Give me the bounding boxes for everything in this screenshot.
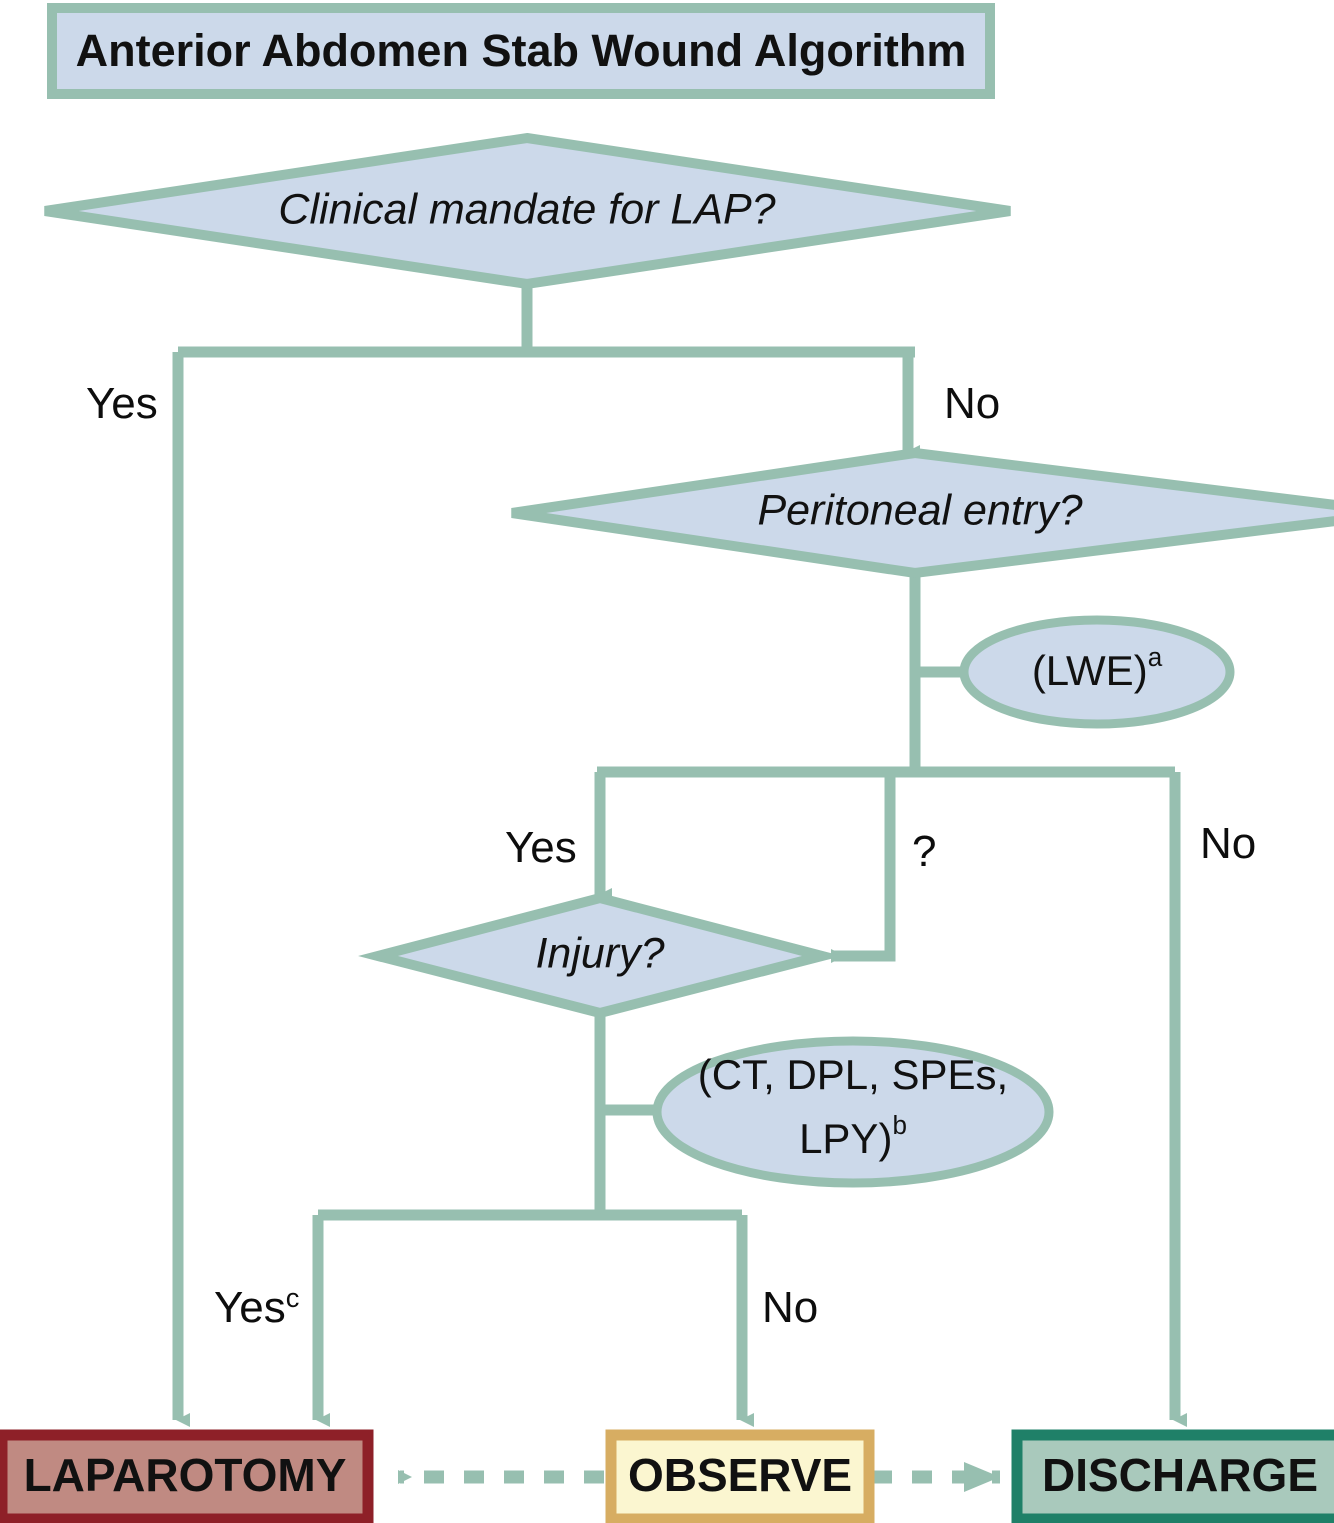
- edge-peritoneal-unknown: [831, 772, 896, 963]
- terminal-observe-label: OBSERVE: [628, 1449, 852, 1501]
- edge-label-peritoneal-unknown: ?: [912, 827, 936, 876]
- note-workup-text2: LPY): [799, 1115, 892, 1162]
- edge-label-injury-yes-superscript: c: [286, 1282, 300, 1313]
- edge-label-injury-yes-text: Yes: [214, 1283, 286, 1332]
- edge-label-injury-no: No: [762, 1283, 818, 1332]
- decision-injury-label: Injury?: [535, 929, 664, 977]
- note-lwe-label: (LWE)a: [1032, 642, 1163, 694]
- edge-label-mandate-no: No: [944, 379, 1000, 428]
- decision-clinical-mandate-label: Clinical mandate for LAP?: [278, 185, 775, 233]
- terminal-laparotomy-label: LAPAROTOMY: [24, 1449, 347, 1501]
- edge-label-peritoneal-no: No: [1200, 819, 1256, 868]
- note-workup-line1: (CT, DPL, SPEs,: [698, 1051, 1008, 1098]
- note-lwe-superscript: a: [1148, 642, 1163, 672]
- connector-layer: [172, 282, 1187, 1427]
- note-workup-line2: LPY)b: [799, 1110, 907, 1162]
- title-box: Anterior Abdomen Stab Wound Algorithm: [47, 3, 995, 99]
- note-workup-superscript: b: [892, 1110, 906, 1140]
- note-workup[interactable]: (CT, DPL, SPEs, LPY)b: [652, 1036, 1054, 1188]
- terminal-laparotomy[interactable]: LAPAROTOMY: [0, 1429, 374, 1523]
- edge-label-peritoneal-yes: Yes: [505, 823, 577, 872]
- page-title: Anterior Abdomen Stab Wound Algorithm: [76, 25, 967, 76]
- decision-injury[interactable]: Injury?: [358, 892, 842, 1019]
- decision-peritoneal-entry-label: Peritoneal entry?: [757, 486, 1082, 534]
- edge-label-mandate-yes: Yes: [86, 379, 158, 428]
- arrowhead-discharge: [964, 1462, 1000, 1492]
- note-lwe[interactable]: (LWE)a: [959, 615, 1235, 729]
- decision-peritoneal-entry[interactable]: Peritoneal entry?: [511, 447, 1334, 579]
- terminal-discharge[interactable]: DISCHARGE: [1011, 1429, 1334, 1523]
- decision-clinical-mandate[interactable]: Clinical mandate for LAP?: [44, 132, 1011, 290]
- terminal-discharge-label: DISCHARGE: [1042, 1449, 1318, 1501]
- note-lwe-text: (LWE): [1032, 647, 1148, 694]
- terminal-observe[interactable]: OBSERVE: [605, 1429, 875, 1523]
- edge-label-injury-yes: Yesc: [214, 1282, 299, 1333]
